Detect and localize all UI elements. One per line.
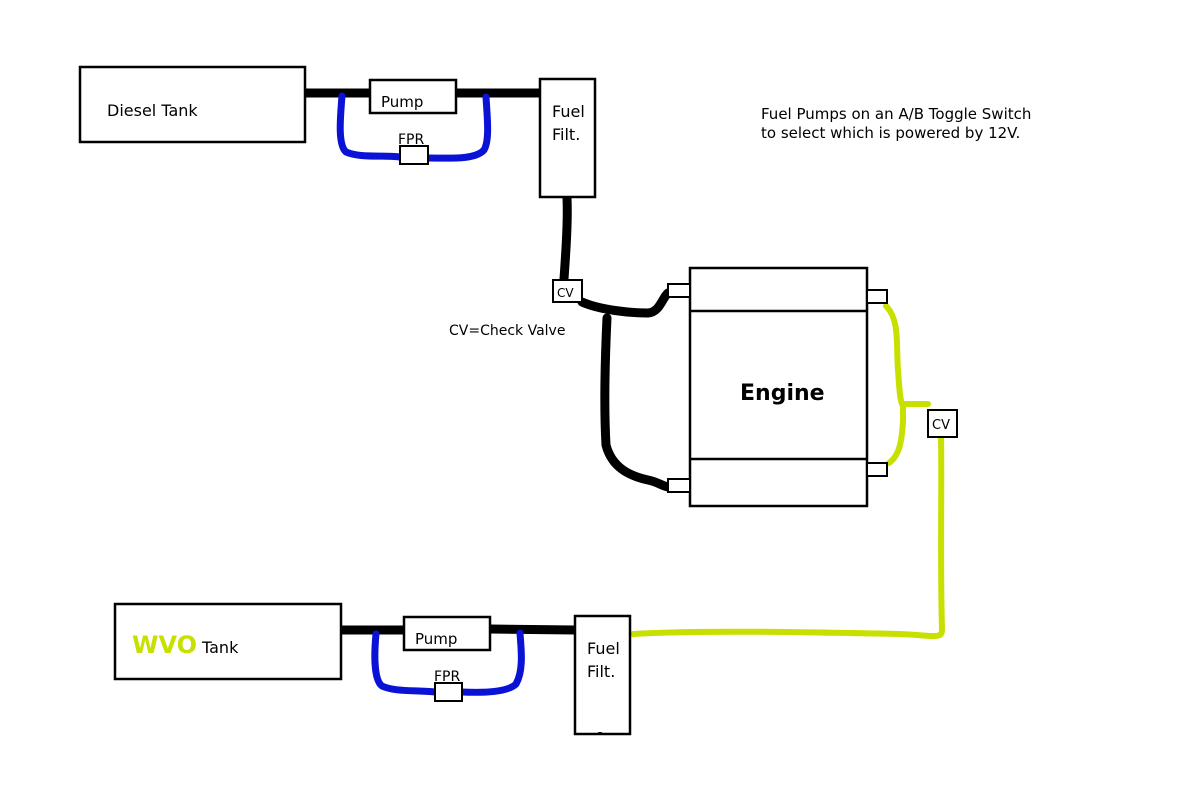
diesel-fuel-filter xyxy=(538,77,597,199)
toggle-switch-note-line2: to select which is powered by 12V. xyxy=(761,124,1020,142)
cv-to-wvo-filter-line xyxy=(630,434,945,640)
diesel-fpr-loop xyxy=(336,92,492,162)
diesel-fpr xyxy=(399,145,429,165)
wvo-fpr-label: FPR xyxy=(434,669,460,685)
wvo-fuel-lines xyxy=(630,303,945,640)
engine-port-left-top xyxy=(667,283,691,298)
wvo-pump xyxy=(402,615,492,652)
wvo-fpr-loop xyxy=(371,629,525,696)
engine-bottom-to-cv-line xyxy=(886,402,906,466)
wvo-tank-label-tank: Tank xyxy=(201,638,239,657)
diesel-pump-label: Pump xyxy=(381,93,423,111)
diesel-tank-label: Diesel Tank xyxy=(107,101,198,120)
diesel-fuel-lines xyxy=(300,88,673,635)
engine-port-right-top xyxy=(866,289,888,304)
wvo-filter-label-line2: Filt. xyxy=(587,662,615,681)
engine-label: Engine xyxy=(740,381,825,406)
wvo-tank-label-wvo: WVO xyxy=(132,631,197,659)
fpr-return-lines xyxy=(336,92,525,696)
engine-top-to-cv-line xyxy=(883,303,931,407)
diesel-filter-label-line2: Filt. xyxy=(552,125,580,144)
diesel-filter-label-line1: Fuel xyxy=(552,102,585,121)
engine-port-right-bottom xyxy=(866,462,888,477)
diesel-check-valve xyxy=(552,279,583,303)
wvo-check-valve-label: CV xyxy=(932,418,950,433)
wvo-tank xyxy=(113,602,343,681)
diesel-fpr-label: FPR xyxy=(398,132,424,148)
filter-to-check-valve-line xyxy=(559,193,572,284)
diesel-tank xyxy=(78,65,307,144)
toggle-switch-note-line1: Fuel Pumps on an A/B Toggle Switch xyxy=(761,105,1031,123)
check-valve-note: CV=Check Valve xyxy=(449,323,565,339)
wvo-pump-label: Pump xyxy=(415,630,457,648)
check-valve-to-engine-top-line xyxy=(577,288,673,318)
engine-port-left-bottom xyxy=(667,478,691,493)
wvo-check-valve xyxy=(927,409,958,438)
wvo-pump-to-filter-line xyxy=(485,624,580,635)
diesel-check-valve-label: CV xyxy=(557,286,574,300)
wvo-fpr xyxy=(434,682,463,702)
wvo-filter-label-line1: Fuel xyxy=(587,639,620,658)
check-valve-to-engine-bottom-line xyxy=(600,313,673,492)
diesel-pump xyxy=(368,78,458,115)
engine xyxy=(688,266,869,508)
wvo-filter-drain xyxy=(596,732,604,735)
